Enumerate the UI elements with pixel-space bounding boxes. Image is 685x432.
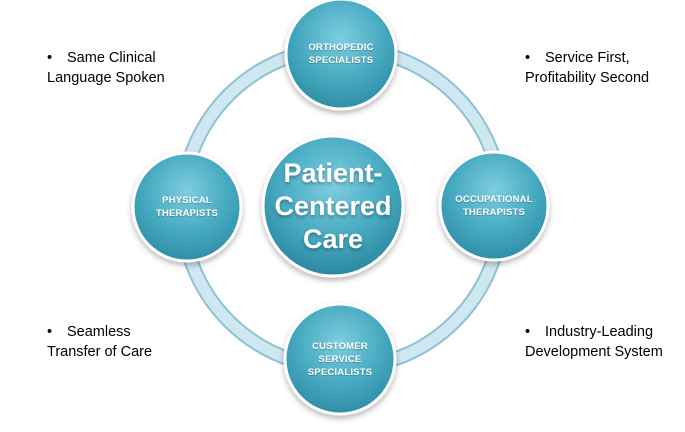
center-label: Patient- Centered Care (274, 157, 392, 254)
bullet-bottom-right: • Industry-Leading Development System (525, 322, 663, 362)
node-top-circle (284, 0, 398, 111)
center-circle (261, 134, 405, 278)
bullet-top-right: • Service First, Profitability Second (525, 48, 649, 88)
bullet-text-line2: Transfer of Care (47, 344, 153, 360)
node-left-circle (131, 151, 243, 263)
bullet-bottom-left: • Seamless Transfer of Care (47, 322, 152, 362)
bullet-text-line2: Language Spoken (47, 70, 165, 86)
bullet-marker: • (525, 50, 531, 66)
node-left-label: PHYSICAL THERAPISTS (155, 195, 219, 219)
bullet-marker: • (47, 50, 53, 66)
node-right-circle (438, 150, 550, 262)
bullet-text-line1: Industry-Leading (545, 324, 654, 340)
node-bottom-label: CUSTOMER SERVICE SPECIALISTS (307, 340, 373, 378)
bullet-text-line2: Development System (525, 344, 663, 360)
bullet-top-left: • Same Clinical Language Spoken (47, 48, 165, 88)
node-bottom-circle (283, 302, 397, 416)
bullet-marker: • (525, 324, 531, 340)
bullet-text-line2: Profitability Second (525, 70, 650, 86)
bullet-text-line1: Same Clinical (67, 50, 156, 66)
bullet-text-line1: Service First, (545, 50, 630, 66)
node-right-label: OCCUPATIONAL THERAPISTS (455, 194, 533, 218)
bullet-text-line1: Seamless (67, 324, 131, 340)
node-top-label: ORTHOPEDIC SPECIALISTS (308, 42, 374, 66)
bullet-marker: • (47, 324, 53, 340)
